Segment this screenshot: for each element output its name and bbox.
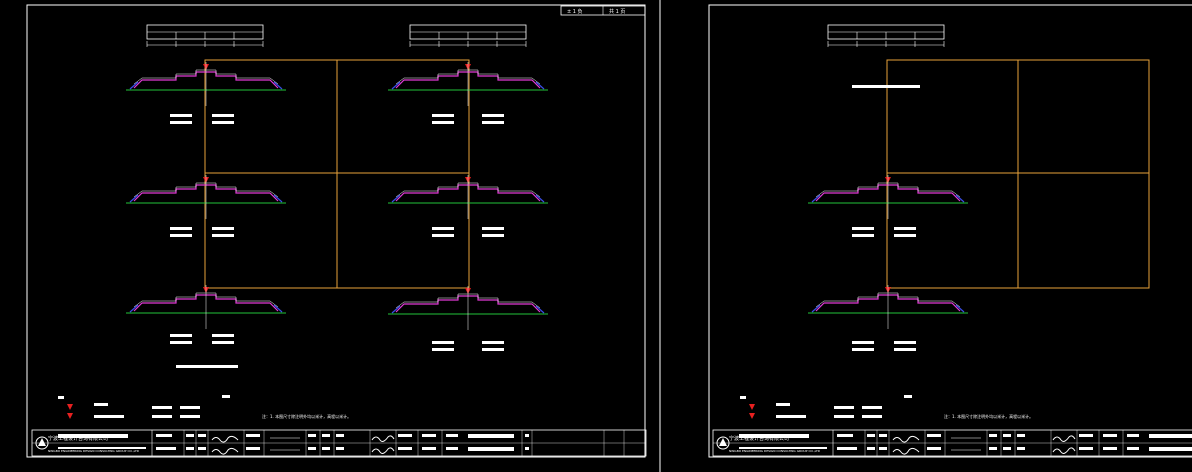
svg-text:± 1 负: ± 1 负 <box>567 8 583 15</box>
company-name-right: 宁波工程设计咨询有限公司 <box>729 435 789 442</box>
company-name-left: 宁波工程设计咨询有限公司 <box>48 435 108 442</box>
cross-section-rs2 <box>807 284 969 330</box>
svg-text:共 1 页: 共 1 页 <box>609 8 625 15</box>
cross-section-r2 <box>387 174 549 220</box>
sheet-right-orange-frame <box>886 59 1150 289</box>
cross-section-r3 <box>387 285 549 331</box>
parameter-blocks-right <box>852 85 920 351</box>
note-right: 注：1. 本图尺寸除注明外均以米计，高程以米计。 <box>944 413 1033 419</box>
sheet-right-frame <box>708 4 1192 458</box>
sheet-left-orange-frame <box>204 59 470 289</box>
sheet-left-page-box: ± 1 负 共 1 页 <box>560 5 646 16</box>
cross-section-rs1 <box>807 174 969 220</box>
scale-bar-right <box>409 24 527 48</box>
company-en-right: NINGBO ENGINEERING DESIGN CONSULTING GRO… <box>729 449 821 453</box>
sheet-left-frame <box>26 4 646 458</box>
cross-section-l1 <box>125 61 287 107</box>
scale-bar-left <box>146 24 264 48</box>
cross-section-l2 <box>125 174 287 220</box>
scale-bar-right-sheet <box>827 24 945 48</box>
legend-left <box>58 395 230 419</box>
note-left: 注：1. 本图尺寸除注明外均以米计，高程以米计。 <box>262 413 351 419</box>
sheet-left[interactable]: ± 1 负 共 1 页 <box>26 4 647 458</box>
cross-section-r1 <box>387 61 549 107</box>
parameter-blocks-left <box>170 114 504 368</box>
legend-right <box>740 395 912 419</box>
sheet-right[interactable]: 注：1. 本图尺寸除注明外均以米计，高程以米计。 宁波工程设计咨询有限公司 NI… <box>708 4 1192 458</box>
company-en-left: NINGBO ENGINEERING DESIGN CONSULTING GRO… <box>48 449 140 453</box>
cross-section-l3 <box>125 284 287 330</box>
